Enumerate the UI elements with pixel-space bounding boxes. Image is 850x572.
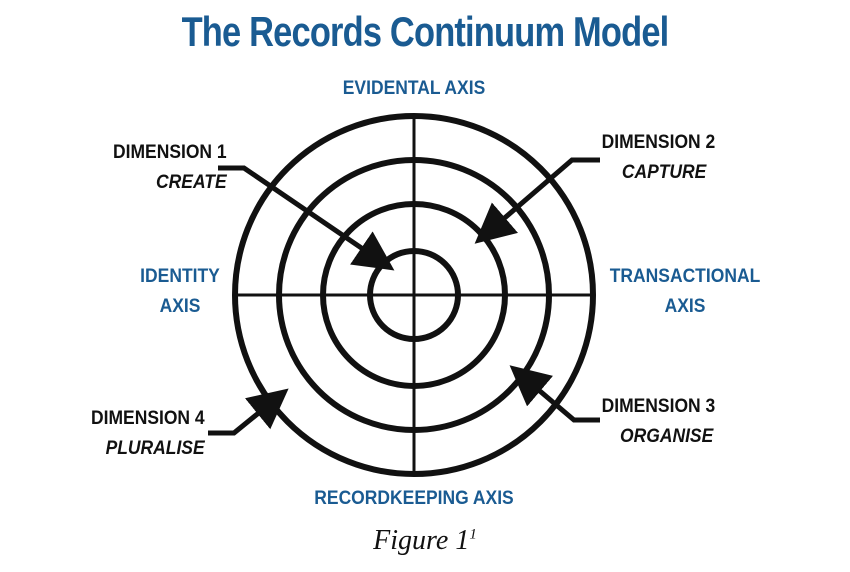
dimension-4-subtitle: PLURALISE xyxy=(105,438,205,459)
axis-label-transactional: TRANSACTIONAL AXIS xyxy=(607,262,763,322)
axis-label-transactional-line1: TRANSACTIONAL xyxy=(609,266,761,287)
dimension-3-title: DIMENSION 3 xyxy=(601,396,716,417)
figure-caption-text: Figure 1 xyxy=(373,525,470,556)
arrow-dimension-1 xyxy=(218,165,395,271)
dimension-3-label: DIMENSION 3 ORGANISE xyxy=(602,392,731,452)
diagram-title: The Records Continuum Model xyxy=(181,8,670,55)
dimension-1-title: DIMENSION 1 xyxy=(112,142,227,163)
axis-label-identity-line2: AXIS xyxy=(159,296,201,317)
axis-label-identity-line1: IDENTITY xyxy=(140,266,220,287)
axis-label-transactional-line2: AXIS xyxy=(664,296,706,317)
dimension-2-title: DIMENSION 2 xyxy=(601,132,716,153)
dimension-1-label: DIMENSION 1 CREATE xyxy=(103,138,227,198)
axis-label-identity: IDENTITY AXIS xyxy=(116,262,245,322)
dimension-2-label: DIMENSION 2 CAPTURE xyxy=(602,128,731,188)
dimension-4-title: DIMENSION 4 xyxy=(90,408,205,429)
dimension-1-subtitle: CREATE xyxy=(156,172,227,193)
figure-caption-footnote: 1 xyxy=(469,526,477,543)
axis-label-evidental: EVIDENTAL AXIS xyxy=(342,78,486,99)
dimension-3-subtitle: ORGANISE xyxy=(620,426,714,447)
arrow-dimension-2 xyxy=(474,157,600,244)
figure-caption: Figure 11 xyxy=(0,525,850,557)
dimension-2-subtitle: CAPTURE xyxy=(621,162,707,183)
arrow-dimension-3 xyxy=(509,365,600,423)
arrow-dimension-4 xyxy=(208,388,289,436)
axis-label-recordkeeping: RECORDKEEPING AXIS xyxy=(314,488,514,509)
dimension-4-label: DIMENSION 4 PLURALISE xyxy=(81,404,205,464)
